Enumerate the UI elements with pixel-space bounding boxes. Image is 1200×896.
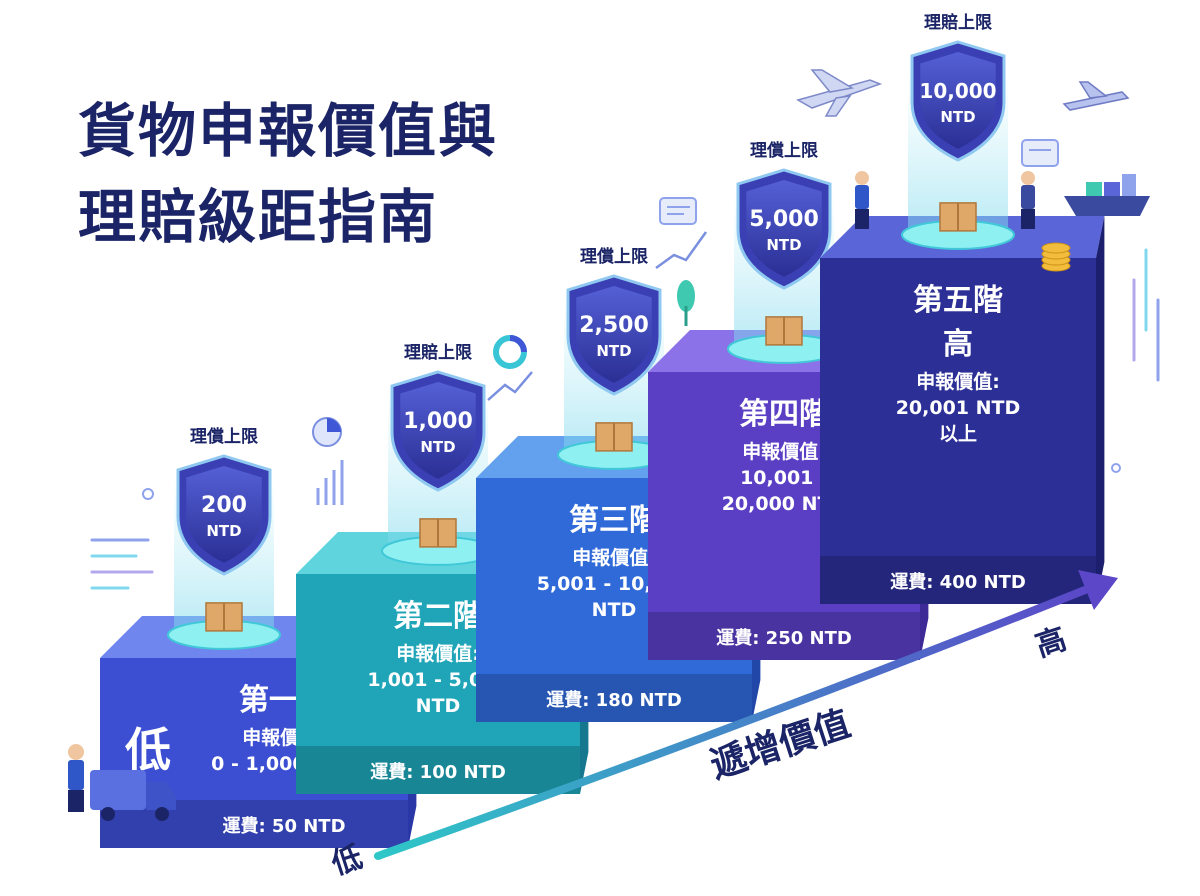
shipping-fee: 運費: 100 NTD (370, 761, 506, 783)
claim-cap-amount: 2,500 (579, 313, 649, 338)
value-axis-arrowhead (1078, 570, 1118, 610)
bar-graph-icon (316, 460, 344, 505)
message-bubble-icon (659, 197, 697, 225)
claim-cap-amount: 1,000 (403, 409, 473, 434)
coin-stack-icon (1041, 242, 1071, 272)
value-axis-arrow (374, 584, 1094, 860)
cargo-ship-icon (1064, 174, 1150, 216)
level-word-low: 低 (125, 723, 171, 777)
title-line-1: 貨物申報價值與 (78, 97, 499, 165)
shipping-fee: 運費: 180 NTD (546, 689, 682, 711)
tree-icon (677, 280, 695, 326)
declared-value-label: 申報價值: (572, 546, 656, 569)
package-icon (595, 422, 633, 452)
airplane-icon (1062, 81, 1130, 111)
package-icon (939, 202, 977, 232)
shield-icon (390, 370, 486, 492)
airplane-icon (796, 69, 883, 117)
claim-cap-unit: NTD (596, 342, 631, 360)
declared-value-range: 20,000 NTD (722, 493, 847, 515)
declared-value-range: NTD (592, 599, 637, 621)
shipping-fee: 運費: 400 NTD (890, 571, 1026, 593)
shield-icon (736, 168, 832, 290)
claim-cap-unit: NTD (420, 438, 455, 456)
declared-value-range: 以上 (939, 423, 977, 445)
worker-icon (1021, 171, 1035, 229)
delivery-truck-icon (90, 770, 176, 821)
trend-arrow-icon (655, 231, 708, 270)
decorative-lines (90, 248, 1160, 590)
shield-icon (176, 454, 272, 576)
claim-cap-label: 理償上限 (580, 246, 648, 267)
claim-cap-label: 理賠上限 (404, 342, 472, 363)
declared-value-range: 20,001 NTD (896, 397, 1021, 419)
declared-value-label: 申報價值: (916, 370, 1000, 393)
title-line-2: 理賠級距指南 (78, 183, 439, 251)
tier-name: 第三階 (569, 503, 659, 538)
fee-strip (296, 746, 580, 794)
claim-cap-label: 理償上限 (190, 426, 258, 447)
tier-side-face (1096, 216, 1105, 604)
claim-cap-unit: NTD (766, 236, 801, 254)
claim-cap-label: 理償上限 (750, 140, 818, 161)
axis-high-label: 高 (1031, 622, 1070, 665)
ring-icon (142, 463, 1121, 500)
claim-cap-amount: 200 (201, 493, 247, 518)
fee-strip (648, 612, 920, 660)
tier-front-face (820, 258, 1096, 604)
declared-value-label: 申報價值: (396, 642, 480, 665)
fee-strip (476, 674, 752, 722)
tier-name: 第五階 (913, 283, 1003, 318)
level-word-high: 高 (943, 327, 973, 362)
claim-cap-amount: 10,000 (919, 79, 996, 103)
tier-name: 第二階 (393, 599, 483, 634)
message-bubble-icon (1021, 139, 1059, 167)
package-icon (205, 602, 243, 632)
trend-arrow-icon (487, 371, 533, 401)
claim-cap-amount: 5,000 (749, 207, 819, 232)
claim-cap-unit: NTD (940, 108, 975, 126)
shield-icon (910, 40, 1006, 162)
claim-cap-label: 理賠上限 (924, 12, 992, 33)
tier-name: 第四階 (739, 397, 829, 432)
shield-icon (566, 274, 662, 396)
package-icon (419, 518, 457, 548)
worker-icon (68, 744, 84, 812)
worker-icon (855, 171, 869, 229)
donut-chart-icon (493, 335, 527, 369)
declared-value-range: NTD (416, 695, 461, 717)
declared-value-label: 申報價值: (742, 440, 826, 463)
pie-chart-icon (312, 417, 342, 447)
shipping-fee: 運費: 50 NTD (222, 815, 345, 837)
declared-value-range: 10,001 - (740, 467, 828, 489)
fee-strip (820, 556, 1096, 604)
claim-cap-unit: NTD (206, 522, 241, 540)
package-icon (765, 316, 803, 346)
shipping-fee: 運費: 250 NTD (716, 627, 852, 649)
declared-value-range: 1,001 - 5,000 (367, 669, 508, 691)
